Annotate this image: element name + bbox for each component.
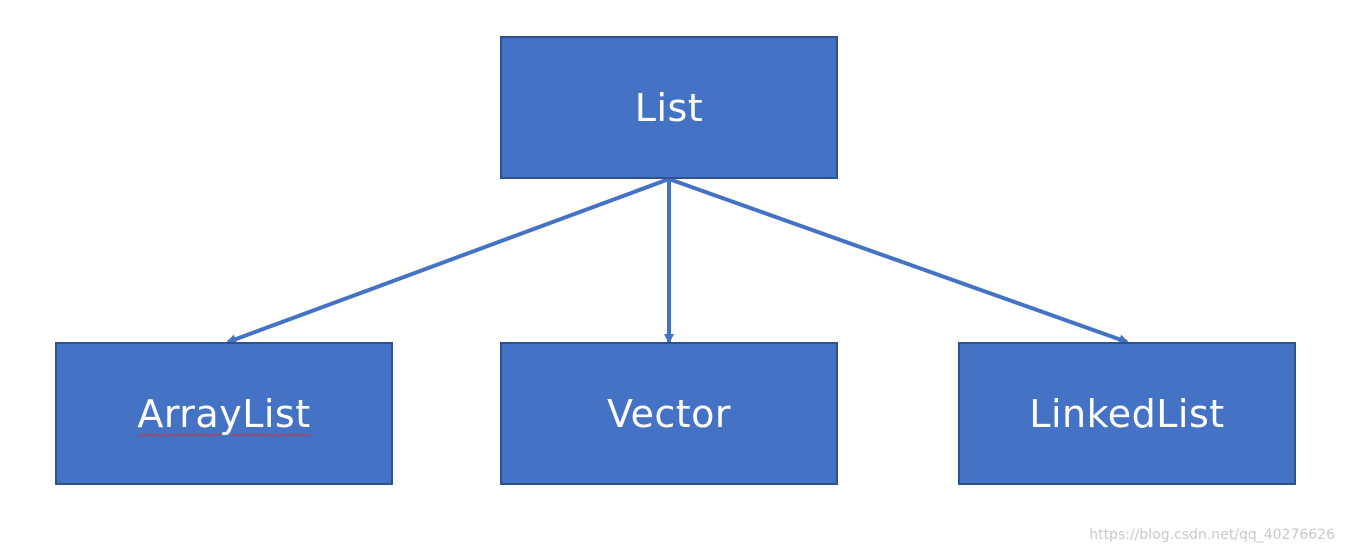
- node-arraylist: ArrayList: [55, 342, 393, 485]
- edge-list-to-linkedlist: [668, 177, 1129, 345]
- node-linkedlist: LinkedList: [958, 342, 1296, 485]
- node-list: List: [500, 36, 838, 179]
- edge-list-to-arraylist: [226, 177, 670, 344]
- node-vector: Vector: [500, 342, 838, 485]
- node-vector-label: Vector: [606, 391, 732, 436]
- node-arraylist-label: ArrayList: [137, 391, 311, 436]
- node-list-label: List: [634, 85, 704, 130]
- node-linkedlist-label: LinkedList: [1029, 391, 1225, 436]
- watermark-text: https://blog.csdn.net/qq_40276626: [1089, 527, 1335, 543]
